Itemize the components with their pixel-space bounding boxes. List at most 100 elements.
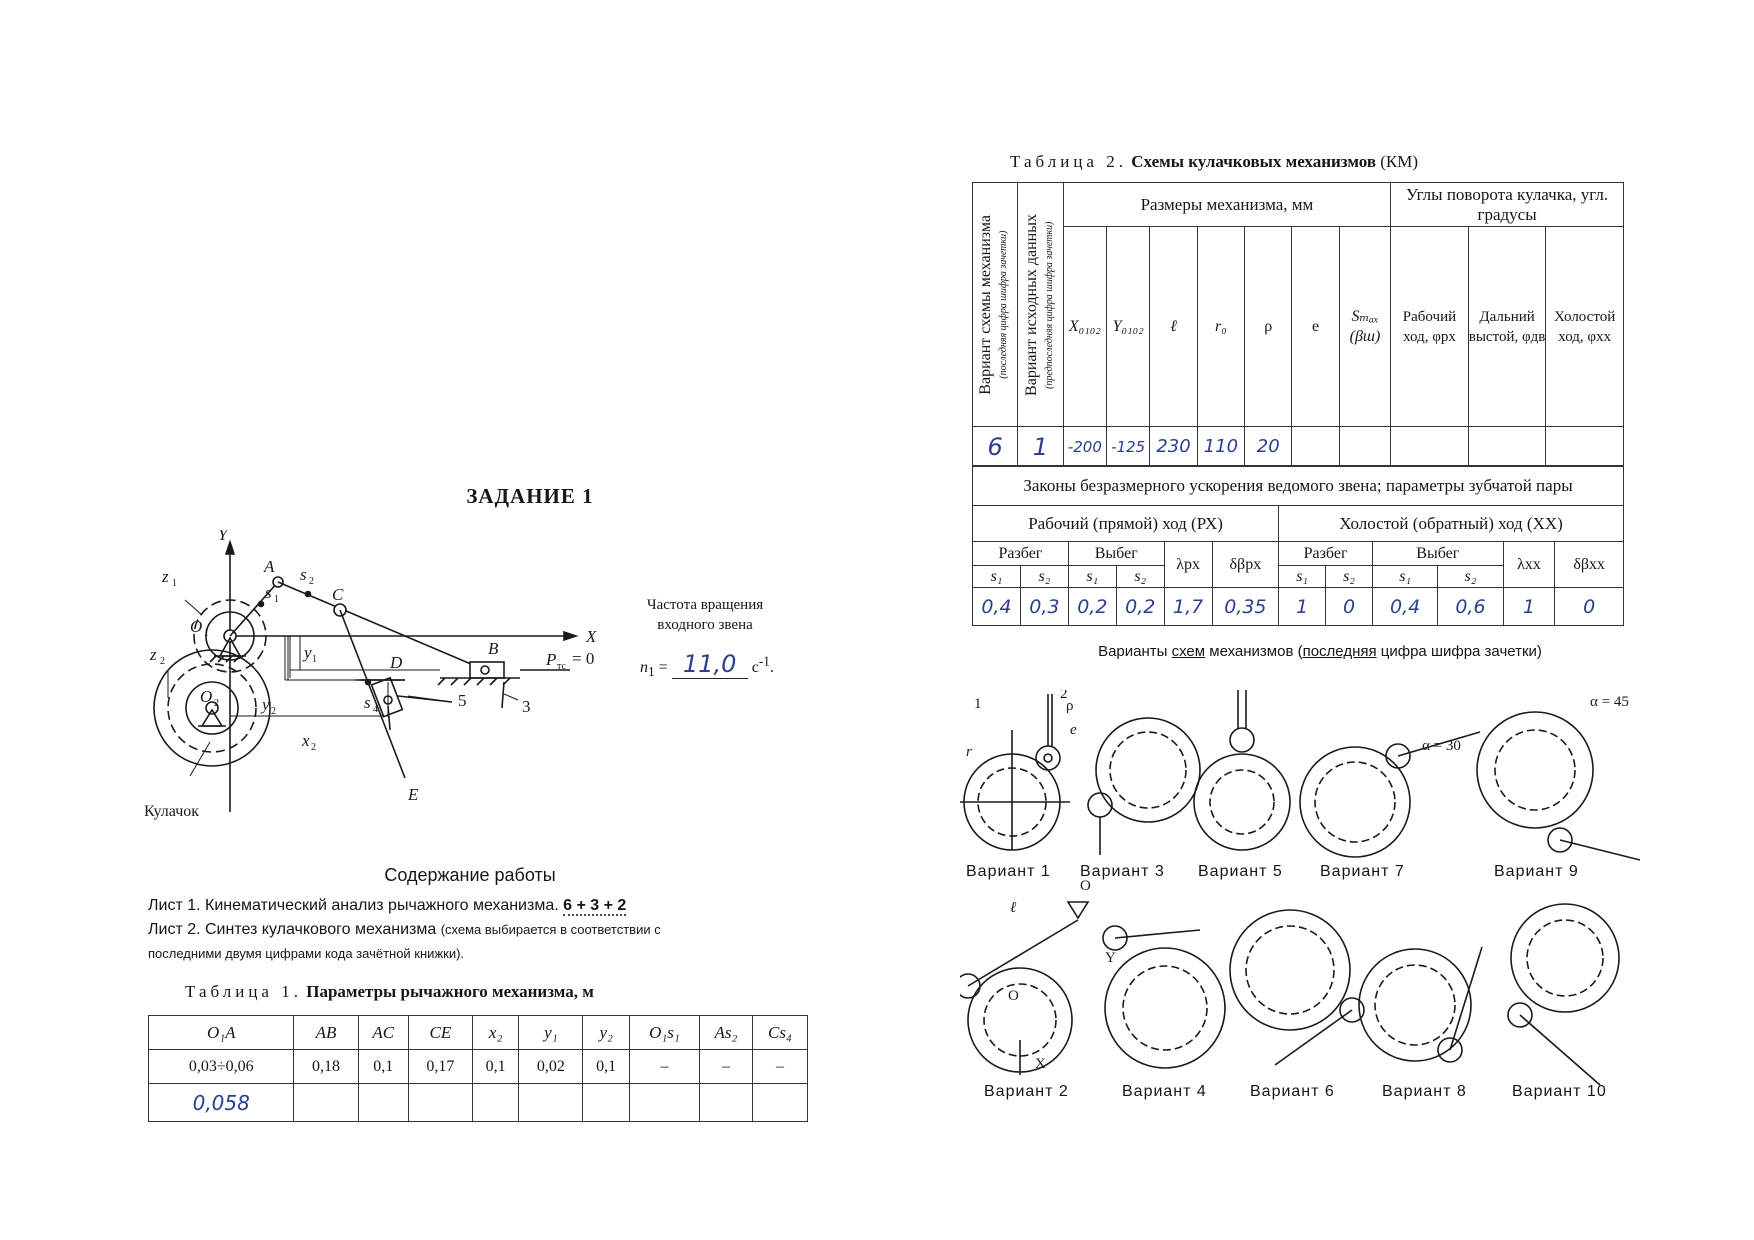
table1-caption-bold: Параметры рычажного механизма, м [306, 982, 594, 1001]
svg-text:1: 1 [204, 628, 209, 639]
table1-hand-row: 0,058 [147, 1083, 809, 1122]
dbeta-xx: δβхх [1554, 541, 1624, 588]
laws-hand-cell: 0,2 [1115, 587, 1165, 626]
table1-cell: 0,17 [407, 1049, 473, 1084]
s1-col: s₁ [972, 565, 1021, 588]
variant-4-label: Вариант 4 [1122, 1083, 1207, 1100]
variants-title-pre: Варианты [1098, 643, 1168, 660]
laws-hand-cell: 1 [1502, 587, 1556, 626]
sheet2-line: Лист 2. Синтез кулачкового механизма (сх… [148, 921, 661, 939]
rx-vybeg: Выбег [1067, 541, 1165, 566]
table1-cell: 0,1 [471, 1049, 520, 1084]
table1-empty-cell [582, 1083, 630, 1122]
annot-1: 1 [974, 696, 982, 712]
frequency-caption-line2: входного звена [657, 617, 753, 633]
table2-size-col: Y₀₁₀₂ [1106, 226, 1151, 427]
table1-header: CE [407, 1015, 473, 1050]
laws-hand-cell: 0,3 [1019, 587, 1069, 626]
svg-text:2: 2 [214, 698, 219, 709]
label-3: 3 [522, 697, 531, 716]
s2-col: s₂ [1019, 565, 1069, 588]
label-A: A [263, 557, 275, 576]
table2-hand-cell: 6 [971, 426, 1019, 467]
label-z2: z [149, 645, 157, 664]
table2-col-variant-scheme: Вариант схемы механизма(последняя цифра … [971, 182, 1019, 427]
label-C: C [332, 585, 344, 604]
annot-ell: ℓ [1010, 900, 1016, 916]
annot-r0: r [966, 744, 972, 760]
sheet2-note: (схема выбирается в соответствии с [440, 922, 661, 937]
table2-size-col: ρ [1244, 226, 1293, 427]
laws-title: Законы безразмерного ускорения ведомого … [972, 465, 1624, 506]
variants-title: Варианты схем механизмов (последняя цифр… [1050, 643, 1590, 660]
table2-group-angles: Углы поворота кулачка, угл. градусы [1390, 182, 1624, 227]
table1-header: O₁s₁ [628, 1015, 701, 1050]
variants-title-mid: механизмов ( [1209, 643, 1303, 660]
annot-Y0102: Y [1105, 950, 1116, 966]
table2-angle-col: Холостой ход, φхх [1545, 226, 1624, 427]
table1-header: x₂ [471, 1015, 520, 1050]
variant-1-label: Вариант 1 [966, 863, 1051, 880]
laws-hand-cell: 0 [1325, 587, 1374, 626]
variant-data-label: Вариант исходных данных [1022, 213, 1040, 396]
table1-empty-cell [407, 1083, 473, 1122]
lambda-rx: λрх [1163, 541, 1213, 588]
table2-group-sizes: Размеры механизма, мм [1062, 182, 1392, 227]
label-D: D [389, 653, 403, 672]
table2-size-col: X₀₁₀₂ [1062, 226, 1108, 427]
table2-empty-cell [1545, 426, 1624, 467]
label-z1: z [161, 567, 169, 586]
table1-caption: Таблица 1. Параметры рычажного механизма… [185, 982, 594, 1002]
s1-col: s₁ [1067, 565, 1117, 588]
laws-hand-cell: 1 [1278, 587, 1327, 626]
svg-text:1: 1 [312, 654, 317, 665]
table2-empty-cell [1467, 426, 1547, 467]
table2-laws: Законы безразмерного ускорения ведомого … [971, 465, 1624, 626]
sheet1-code: 6 + 3 + 2 [563, 897, 627, 916]
sheet1-text: Лист 1. Кинематический анализ рычажного … [148, 897, 559, 914]
s2-col: s₂ [1325, 565, 1374, 588]
table2-caption-spaced: Таблица 2. [1010, 152, 1127, 171]
variant-3-label: Вариант 3 [1080, 863, 1165, 880]
svg-text:1: 1 [172, 578, 177, 589]
laws-hand-cell: 0,2 [1067, 587, 1117, 626]
s1-col: s₁ [1278, 565, 1327, 588]
rx-razbeg: Разбег [972, 541, 1069, 566]
label-force: P [545, 650, 556, 669]
table1-empty-cell [699, 1083, 753, 1122]
table1-empty-cell [628, 1083, 701, 1122]
variant-6-label: Вариант 6 [1250, 1083, 1335, 1100]
table1-cell: – [699, 1049, 753, 1084]
table2-size-col: r₀ [1196, 226, 1246, 427]
table1-cell: 0,1 [357, 1049, 409, 1084]
frequency-value-line: n1 = 11,0 c-1. [640, 650, 774, 680]
table2-hand-row: 6 1 -200 -125 230 110 20 [971, 426, 1624, 467]
table2-hand-cell: -125 [1106, 426, 1151, 467]
frequency-caption-line1: Частота вращения [646, 597, 764, 613]
label-y2: y [260, 695, 270, 714]
annot-e: e [1070, 722, 1077, 738]
svg-text:2: 2 [309, 576, 314, 587]
variant-8-label: Вариант 8 [1382, 1083, 1467, 1100]
label-Y: Y [218, 530, 229, 544]
table1-value-row: 0,03÷0,06 0,18 0,1 0,17 0,1 0,02 0,1 – –… [147, 1049, 809, 1084]
table1-cell: 0,18 [293, 1049, 359, 1084]
variant-9-label: Вариант 9 [1494, 863, 1579, 880]
laws-hand-cell: 0 [1554, 587, 1624, 626]
table1-header-row: O₁A AB AC CE x₂ y₁ y₂ O₁s₁ As₂ Cs₄ [147, 1015, 809, 1050]
table2-caption: Таблица 2. Схемы кулачковых механизмов (… [1010, 152, 1418, 172]
variant-7-label: Вариант 7 [1320, 863, 1405, 880]
sheet1-line: Лист 1. Кинематический анализ рычажного … [148, 897, 627, 916]
lambda-xx: λхх [1502, 541, 1556, 588]
table1: O₁A AB AC CE x₂ y₁ y₂ O₁s₁ As₂ Cs₄ 0,03÷… [147, 1015, 809, 1122]
table1-cell: – [751, 1049, 809, 1084]
annot-2: 2 [1060, 690, 1068, 702]
laws-hand-cell: 0,35 [1211, 587, 1280, 626]
table2: Вариант схемы механизма(последняя цифра … [971, 182, 1624, 467]
table2-size-col: Sₘₐₓ (βш) [1338, 226, 1392, 427]
variant-10-label: Вариант 10 [1512, 1083, 1607, 1100]
variants-title-post: цифра шифра зачетки) [1380, 643, 1542, 660]
table1-header: AC [357, 1015, 409, 1050]
variant-2-label: Вариант 2 [984, 1083, 1069, 1100]
table2-empty-cell [1390, 426, 1469, 467]
